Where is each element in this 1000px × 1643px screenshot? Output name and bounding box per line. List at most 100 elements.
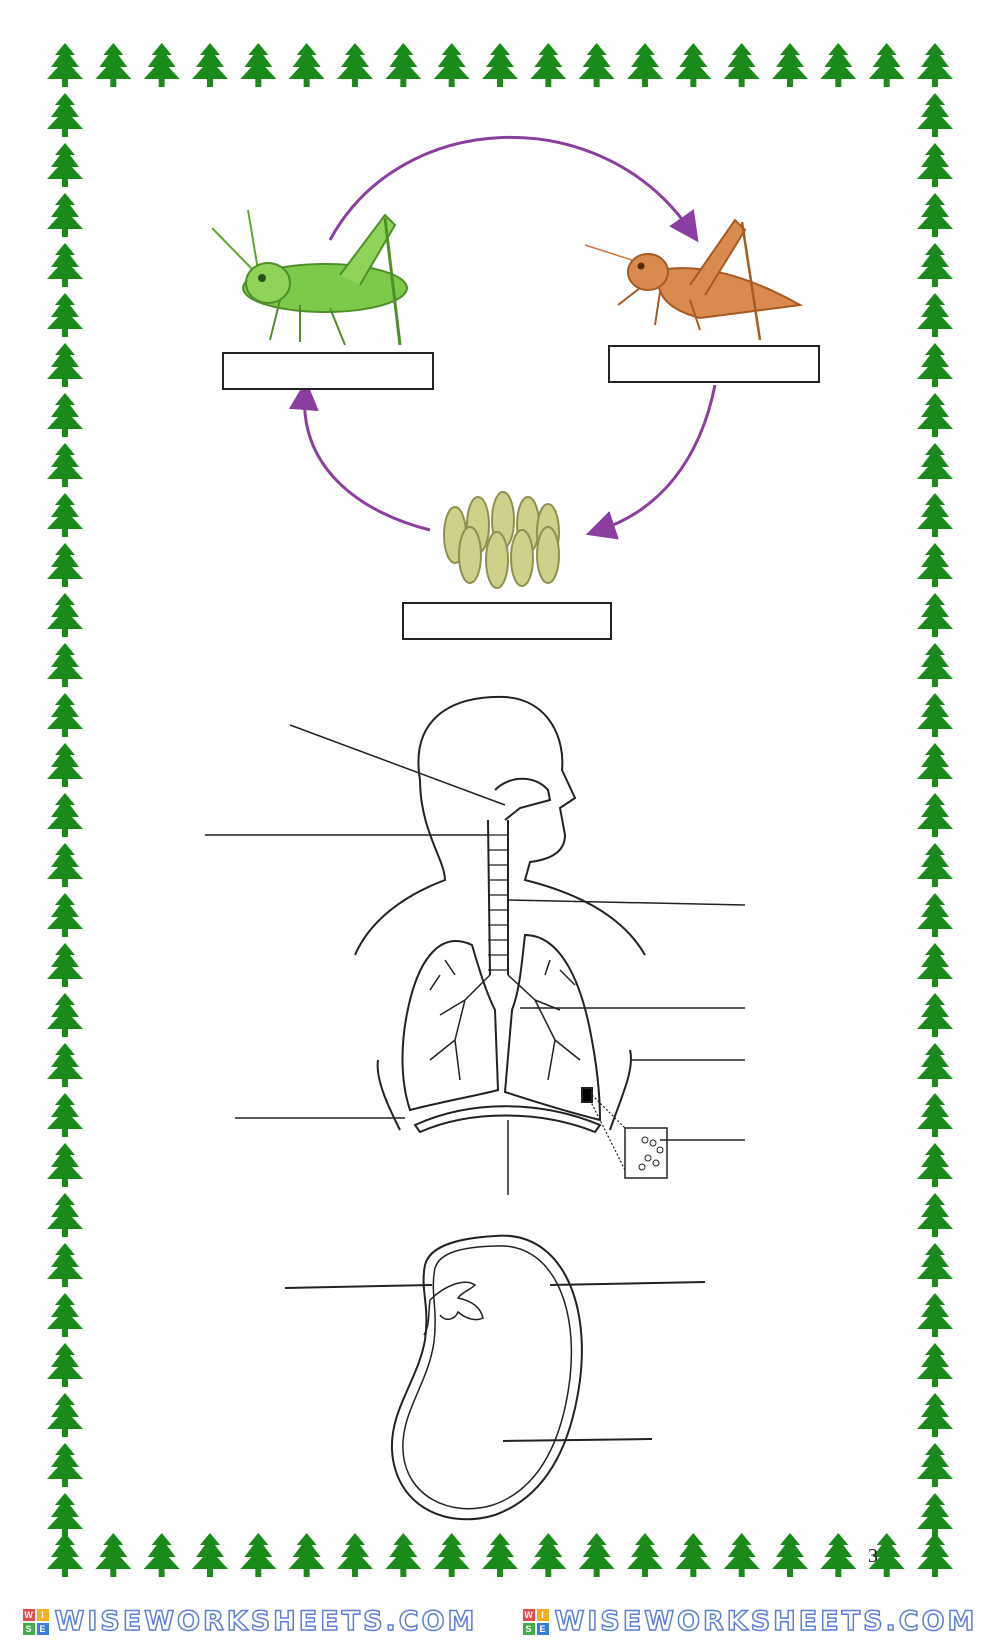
pine-tree-icon xyxy=(917,393,953,437)
pine-tree-icon xyxy=(917,793,953,837)
brand-text: WISEWORKSHEETS.COM xyxy=(54,1605,478,1638)
pine-tree-icon xyxy=(47,743,83,787)
footer-watermark: W I S E WISEWORKSHEETS.COM W I S E WISEW… xyxy=(0,1600,1000,1643)
pine-tree-icon xyxy=(95,43,132,87)
pine-tree-icon xyxy=(47,1043,83,1087)
brand-watermark-2: W I S E WISEWORKSHEETS.COM xyxy=(522,1605,978,1638)
brand-logo: W I S E xyxy=(522,1608,549,1635)
grasshopper-adult-icon xyxy=(211,209,408,346)
pine-tree-icon xyxy=(240,43,277,87)
pine-tree-icon xyxy=(47,193,83,237)
trachea-rings xyxy=(488,834,508,971)
pine-tree-icon xyxy=(917,1443,953,1487)
pine-tree-icon xyxy=(47,693,83,737)
pine-tree-icon xyxy=(917,843,953,887)
embryo-radicle xyxy=(423,1299,431,1336)
label-line-cotyledon xyxy=(502,1438,653,1442)
pine-tree-icon xyxy=(47,1243,83,1287)
pine-tree-icon xyxy=(917,543,953,587)
pine-tree-icon xyxy=(47,393,83,437)
pine-tree-icon xyxy=(917,743,953,787)
respiratory-label-lines xyxy=(205,724,746,1195)
pine-tree-icon xyxy=(47,1143,83,1187)
pine-tree-icon xyxy=(917,43,953,87)
alveoli-dots xyxy=(638,1136,664,1171)
embryo-plumule xyxy=(429,1281,484,1321)
pine-tree-icon xyxy=(288,1533,325,1577)
pine-tree-icon xyxy=(675,1533,712,1577)
left-lung xyxy=(401,940,500,1112)
pine-tree-icon xyxy=(917,1193,953,1237)
pine-tree-icon xyxy=(917,343,953,387)
trachea xyxy=(487,819,509,976)
pine-tree-icon xyxy=(47,143,83,187)
seed-label-lines xyxy=(284,1281,706,1442)
pine-tree-icon xyxy=(47,293,83,337)
pine-tree-icon xyxy=(578,43,615,87)
pine-tree-icon xyxy=(772,43,808,87)
pine-tree-icon xyxy=(337,1533,373,1577)
grasshopper-eggs-icon xyxy=(443,491,560,589)
pine-tree-icon xyxy=(47,643,83,687)
pine-tree-icon xyxy=(772,1533,808,1577)
pine-tree-icon xyxy=(47,1533,83,1577)
seed-inner xyxy=(402,1245,573,1510)
brand-watermark-1: W I S E WISEWORKSHEETS.COM xyxy=(22,1605,478,1638)
pine-tree-icon xyxy=(385,43,422,87)
answer-box-adult[interactable] xyxy=(222,352,434,390)
pine-tree-icon xyxy=(917,1533,953,1577)
answer-box-nymph[interactable] xyxy=(608,345,820,383)
pine-tree-icon xyxy=(47,1443,83,1487)
pine-tree-icon xyxy=(917,1343,953,1387)
label-line-seed-coat xyxy=(549,1281,706,1286)
pine-tree-icon xyxy=(47,493,83,537)
pine-tree-icon xyxy=(47,43,83,87)
answer-box-eggs[interactable] xyxy=(402,602,612,640)
grasshopper-nymph-icon xyxy=(584,218,804,341)
pine-tree-icon xyxy=(47,93,83,137)
tree-border xyxy=(47,43,953,1577)
label-line-embryo xyxy=(284,1284,433,1289)
brand-logo: W I S E xyxy=(22,1608,49,1635)
head-outline xyxy=(417,695,646,956)
pine-tree-icon xyxy=(917,243,953,287)
pine-tree-icon xyxy=(47,543,83,587)
pine-tree-icon xyxy=(47,593,83,637)
alveoli-inset xyxy=(624,1127,668,1179)
pine-tree-icon xyxy=(47,1493,83,1537)
seed-coat xyxy=(390,1234,583,1521)
arrow-eggs-to-adult xyxy=(288,380,431,532)
pine-tree-icon xyxy=(917,1493,953,1537)
pine-tree-icon xyxy=(917,193,953,237)
pine-tree-icon xyxy=(143,1533,180,1577)
pine-tree-icon xyxy=(47,893,83,937)
pine-tree-icon xyxy=(868,1533,905,1577)
pine-tree-icon xyxy=(47,1193,83,1237)
pine-tree-icon xyxy=(47,1343,83,1387)
pine-tree-icon xyxy=(917,693,953,737)
pine-tree-icon xyxy=(917,1393,953,1437)
pine-tree-icon xyxy=(337,43,373,87)
pine-tree-icon xyxy=(47,1393,83,1437)
pine-tree-icon xyxy=(47,1293,83,1337)
pine-tree-icon xyxy=(433,43,470,87)
pine-tree-icon xyxy=(627,43,663,87)
pine-tree-icon xyxy=(47,343,83,387)
respiratory-system-diagram xyxy=(354,695,668,1179)
brand-text: WISEWORKSHEETS.COM xyxy=(554,1605,978,1638)
pine-tree-icon xyxy=(192,1533,228,1577)
pine-tree-icon xyxy=(917,293,953,337)
pine-tree-icon xyxy=(917,943,953,987)
pine-tree-icon xyxy=(47,943,83,987)
pine-tree-icon xyxy=(917,1243,953,1287)
pine-tree-icon xyxy=(143,43,180,87)
pine-tree-icon xyxy=(95,1533,132,1577)
nasal-cavity xyxy=(494,777,552,821)
pine-tree-icon xyxy=(917,1143,953,1187)
pine-tree-icon xyxy=(723,43,760,87)
pine-tree-icon xyxy=(723,1533,760,1577)
pine-tree-icon xyxy=(47,1093,83,1137)
right-lung xyxy=(503,933,602,1122)
pine-tree-icon xyxy=(482,1533,518,1577)
bronchi xyxy=(429,959,581,1081)
